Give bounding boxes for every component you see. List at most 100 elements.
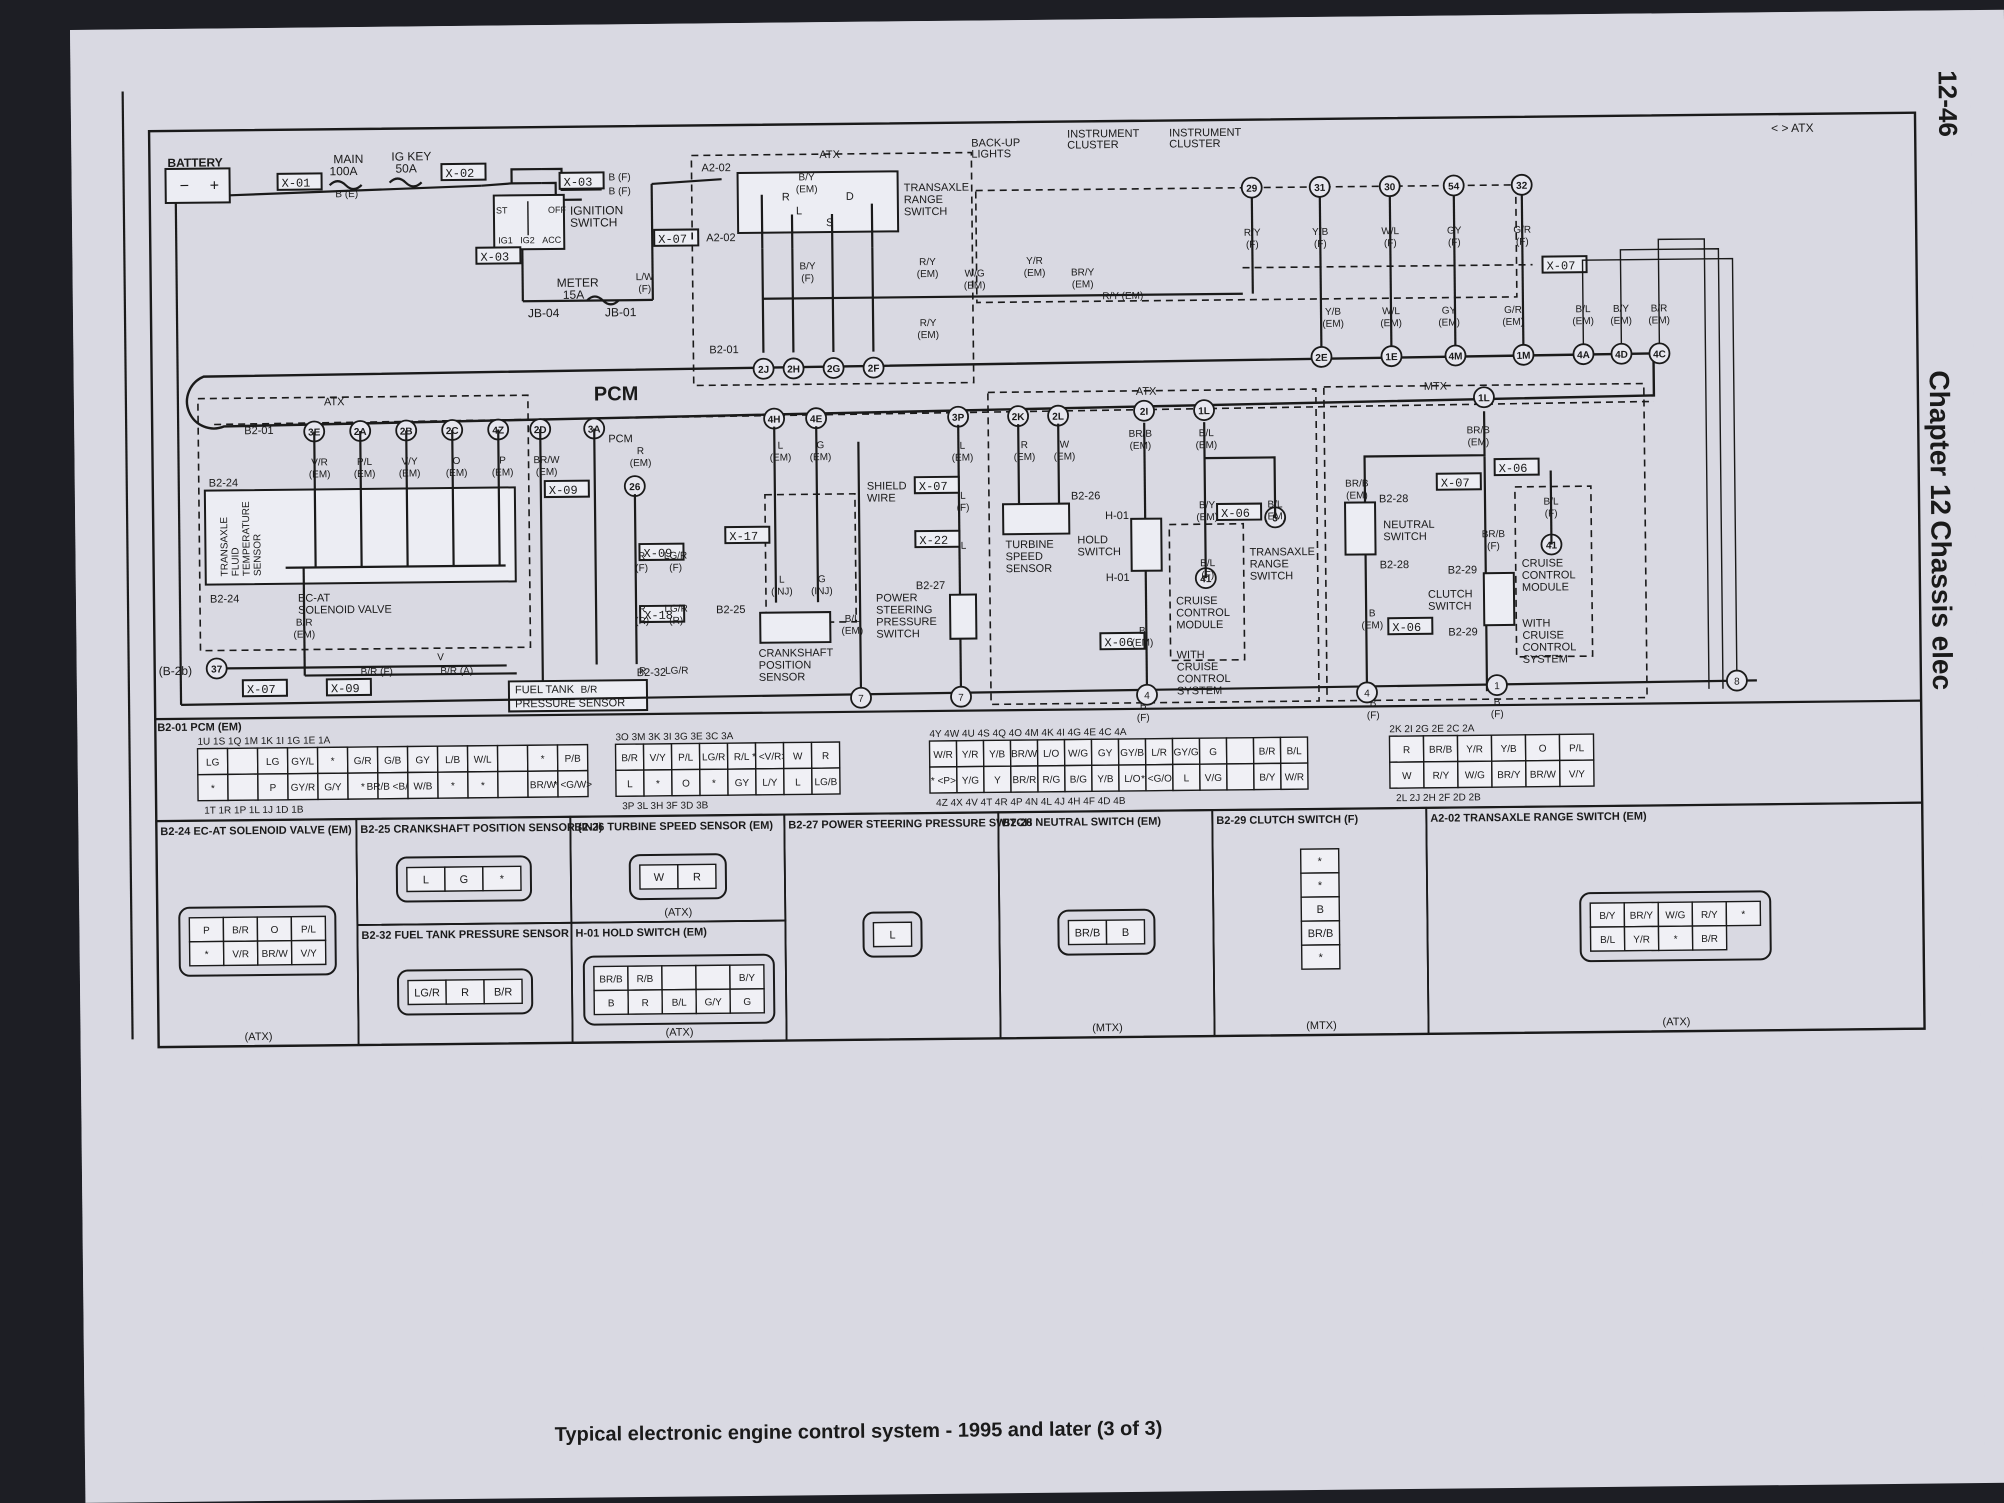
svg-text:X-06: X-06: [1392, 621, 1421, 635]
svg-text:BR/W: BR/W: [1530, 769, 1557, 780]
wire-label: (EM): [841, 626, 863, 637]
wire-label: R/Y: [919, 257, 936, 268]
svg-text:G/R: G/R: [354, 756, 372, 767]
wire-label: (EM): [1502, 317, 1524, 328]
pin-marker: 37: [205, 657, 228, 680]
svg-text:B2-26: B2-26: [1071, 490, 1100, 502]
svg-text:Y: Y: [994, 775, 1001, 786]
svg-text:3O 3M 3K 3I 3G: 3O 3M 3K 3I 3G 3E 3C 3A: [615, 731, 733, 743]
wire-label: B: [1140, 701, 1147, 712]
svg-text:W/R: W/R: [1285, 772, 1305, 783]
wire-label: (EM): [1380, 318, 1402, 329]
svg-text:GY/B: GY/B: [1120, 748, 1144, 759]
svg-text:S: S: [826, 217, 833, 229]
svg-text:O: O: [1539, 744, 1547, 755]
wire-label: (EM): [1346, 490, 1368, 501]
svg-text:B/Y: B/Y: [1599, 911, 1616, 922]
svg-text:X-09: X-09: [549, 484, 578, 498]
pin-marker: 2F: [862, 356, 885, 379]
pin-marker: 2J: [752, 357, 775, 380]
svg-text:SYSTEM: SYSTEM: [1177, 685, 1222, 697]
pin-marker: 32: [1510, 173, 1533, 196]
svg-text:SWITCH: SWITCH: [904, 206, 948, 218]
wire-label: W/G: [965, 268, 985, 279]
svg-text:X-07: X-07: [919, 480, 948, 494]
pin-marker: 4H: [763, 407, 786, 430]
svg-text:SWITCH: SWITCH: [1077, 546, 1121, 558]
wire-label: B: [1494, 697, 1501, 708]
svg-text:B2-01: B2-01: [709, 344, 738, 356]
svg-text:15A: 15A: [563, 288, 585, 302]
svg-text:B/R: B/R: [1259, 746, 1276, 757]
svg-text:L: L: [889, 929, 895, 941]
svg-text:B2-01 PCM (EM): B2-01 PCM (EM): [157, 721, 242, 734]
svg-text:* <G/W>: * <G/W>: [554, 780, 593, 791]
wire-label: (EM): [1264, 511, 1286, 522]
svg-text:BR/W: BR/W: [262, 949, 289, 960]
svg-text:R: R: [693, 871, 701, 883]
svg-text:O: O: [682, 779, 690, 790]
svg-text:B/Y: B/Y: [1259, 772, 1276, 783]
svg-text:TRANSAXLE: TRANSAXLE: [904, 182, 970, 195]
svg-text:CLUSTER: CLUSTER: [1169, 138, 1221, 151]
svg-text:O: O: [270, 925, 278, 936]
svg-text:L/O: L/O: [1124, 774, 1140, 785]
b2b-feed: (B-2b) X-07 X-09: [159, 664, 507, 698]
wire-label: (F): [1137, 713, 1150, 724]
svg-text:SYSTEM: SYSTEM: [1523, 653, 1568, 665]
svg-text:P/L: P/L: [1569, 743, 1585, 754]
wire-label: W/L: [1382, 306, 1400, 317]
wire-label: Y/R: [1026, 256, 1043, 267]
svg-text:POSITION: POSITION: [759, 659, 812, 672]
svg-text:P: P: [203, 926, 210, 937]
wire-label: (F): [1314, 239, 1327, 250]
wire-label: LG/R: [664, 551, 687, 562]
pin-marker: 1E: [1380, 345, 1403, 368]
svg-text:TURBINE: TURBINE: [1005, 539, 1053, 552]
wire-label: V/Y: [401, 456, 418, 467]
wire-label: B: [1139, 626, 1146, 637]
svg-text:X-09: X-09: [331, 682, 360, 696]
wire-label: L/W: [636, 272, 654, 283]
svg-text:X-06: X-06: [1499, 462, 1528, 476]
svg-text:3P: 3P: [952, 413, 965, 424]
svg-text:B/R: B/R: [1701, 934, 1718, 945]
svg-text:* <G/O>: * <G/O>: [1141, 773, 1178, 784]
mtx-region: [1322, 382, 1648, 702]
wire-label: (R): [635, 616, 649, 627]
wire-label: (EM): [796, 184, 818, 195]
svg-text:*: *: [1741, 910, 1745, 921]
wire-label: R: [1021, 440, 1028, 451]
wire-label: (EM): [354, 469, 376, 480]
svg-text:L: L: [796, 205, 802, 217]
svg-text:2I: 2I: [1140, 407, 1149, 418]
svg-text:G: G: [1209, 747, 1217, 758]
pin-marker: 54: [1442, 174, 1465, 197]
wire-label: BR/B: [1129, 429, 1153, 440]
svg-text:FLUID: FLUID: [230, 547, 241, 576]
svg-text:G: G: [743, 997, 751, 1008]
svg-text:4E: 4E: [810, 414, 823, 425]
svg-text:ST: ST: [496, 205, 508, 215]
svg-text:IG1: IG1: [498, 235, 513, 245]
svg-text:JB-04: JB-04: [528, 306, 560, 320]
svg-text:*: *: [1319, 952, 1324, 964]
svg-text:4: 4: [1144, 691, 1150, 702]
svg-text:B/R: B/R: [621, 753, 638, 764]
wire-label: (EM): [810, 452, 832, 463]
wire-label: (EM): [1438, 317, 1460, 328]
pin-marker: 2I: [1133, 399, 1155, 422]
wire-label: B/R: [581, 685, 598, 696]
wire-label: (EM): [309, 469, 331, 480]
wire-label: (EM): [917, 269, 939, 280]
svg-text:Y/B: Y/B: [989, 749, 1006, 760]
svg-text:1M: 1M: [1516, 351, 1530, 362]
wire-label: B/Y: [799, 261, 816, 272]
svg-text:1T 1R 1P 1L 1J: 1T 1R 1P 1L 1J 1D 1B: [204, 805, 304, 817]
svg-text:B2-27: B2-27: [916, 580, 945, 592]
wire-label: R: [637, 446, 644, 457]
svg-text:SENSOR: SENSOR: [759, 671, 806, 683]
wire-label: B/R (F): [361, 667, 393, 678]
